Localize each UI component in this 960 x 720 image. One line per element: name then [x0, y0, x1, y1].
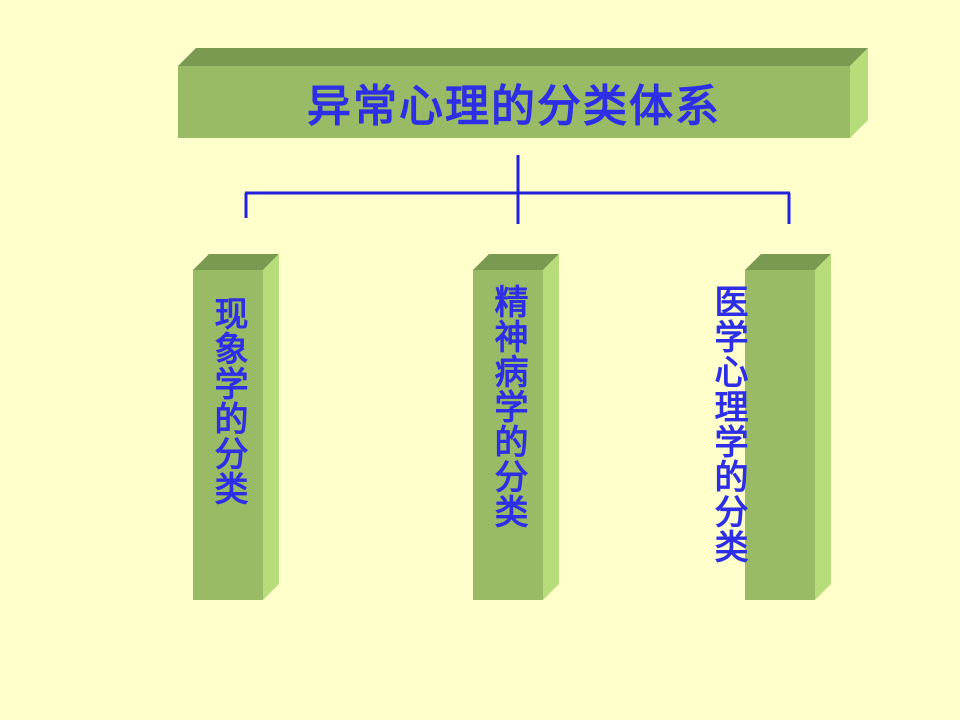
title-box-front: 异常心理的分类体系: [178, 66, 850, 138]
branch-box-front: [745, 270, 815, 600]
box-a-top-face: [193, 254, 279, 270]
diagram-title: 异常心理的分类体系: [307, 81, 721, 132]
branch-box-psychiatry: 精神病学的分类: [473, 270, 543, 600]
box-c-side-face: [815, 254, 831, 600]
box-b-top-face: [473, 254, 559, 270]
branch-box-front: [193, 270, 263, 600]
title-box-top-face: [178, 48, 868, 66]
branch-box-phenomenology: 现象学的分类: [193, 270, 263, 600]
branch-label-phenomenology: 现象学的分类: [208, 296, 248, 506]
branch-label-medical-psychology: 医学心理学的分类: [708, 284, 748, 564]
branch-box-front: [473, 270, 543, 600]
branch-label-psychiatry: 精神病学的分类: [488, 284, 528, 529]
title-box-side-face: [850, 48, 868, 138]
title-box: 异常心理的分类体系: [178, 66, 850, 138]
box-c-top-face: [745, 254, 831, 270]
box-b-side-face: [543, 254, 559, 600]
box-a-side-face: [263, 254, 279, 600]
branch-box-medical-psychology: 医学心理学的分类: [708, 270, 815, 600]
